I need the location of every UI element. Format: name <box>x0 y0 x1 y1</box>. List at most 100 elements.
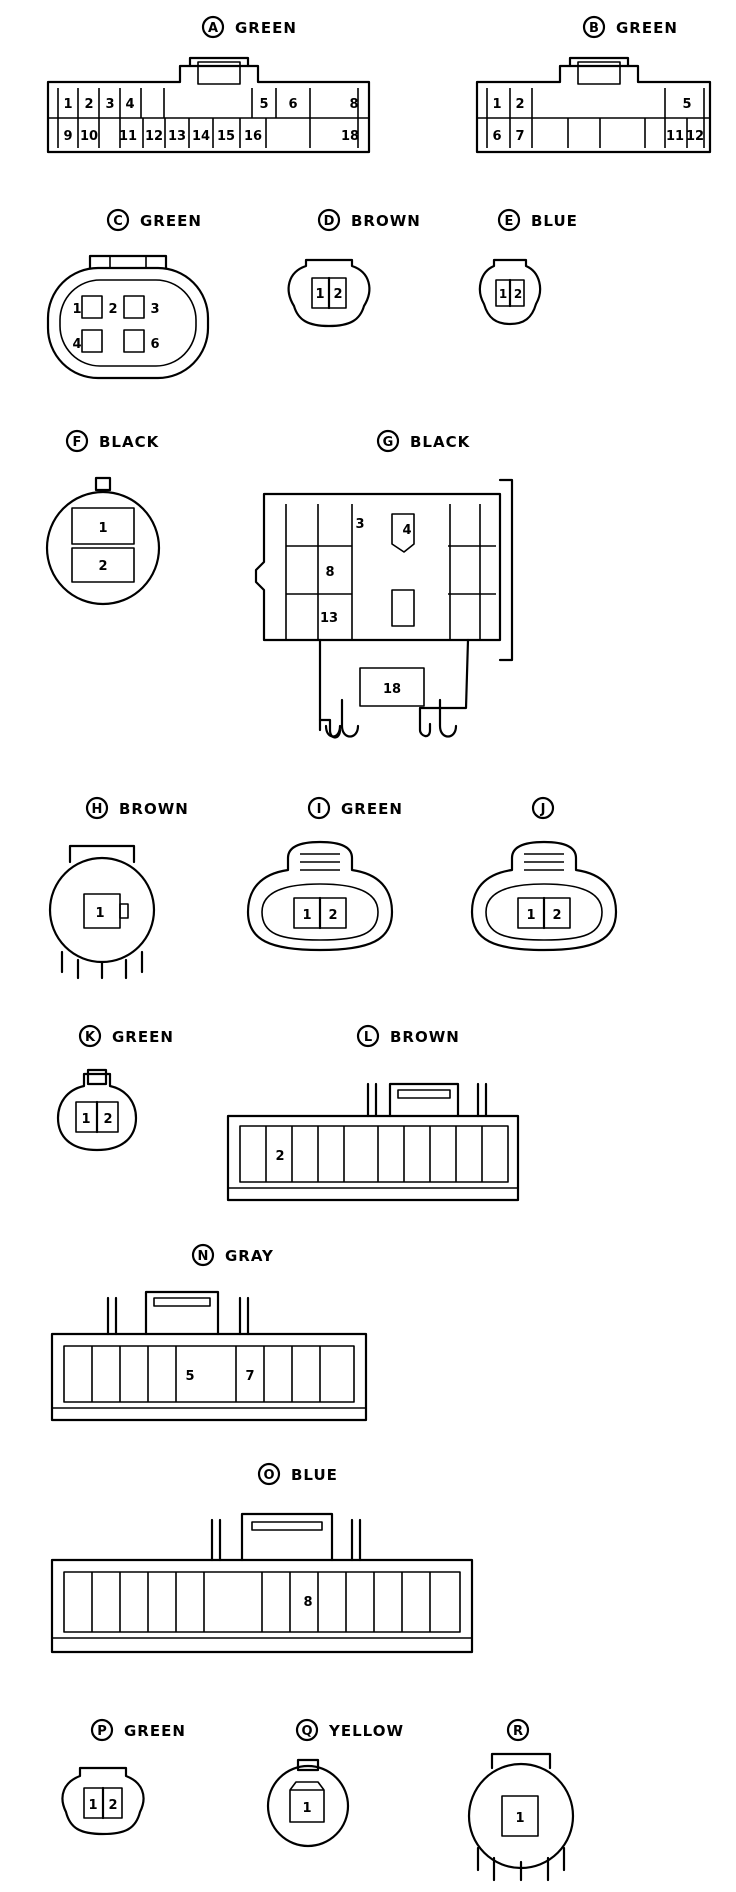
connector-g-pin-3: 3 <box>355 517 364 532</box>
connector-a-pin-14: 14 <box>192 129 210 144</box>
connector-o-letter: O <box>263 1468 274 1483</box>
connector-b-pin-11: 11 <box>666 129 684 144</box>
connector-a-pin-13: 13 <box>168 129 186 144</box>
connector-f-pin-2: 2 <box>98 559 107 574</box>
connector-j: J 1 2 <box>470 796 618 952</box>
connector-n: N GRAY 5 7 <box>50 1243 368 1422</box>
connector-i-letter: I <box>317 802 322 817</box>
connector-a-pin-18: 18 <box>341 129 359 144</box>
connector-b-letter: B <box>589 21 599 36</box>
connector-g: G BLACK 3 4 8 13 18 <box>254 429 514 739</box>
connector-k-pin-1: 1 <box>81 1112 90 1127</box>
connector-c: C GREEN 1 2 3 4 6 <box>46 208 210 380</box>
connector-a-pin-5: 5 <box>259 97 268 112</box>
connector-i-pin-1: 1 <box>302 908 311 923</box>
connector-f-letter: F <box>73 435 82 450</box>
connector-p: P GREEN 1 2 <box>61 1718 186 1836</box>
connector-l-pin-2: 2 <box>275 1149 284 1164</box>
connector-b: B GREEN 1 2 5 6 7 11 12 <box>475 15 712 154</box>
connector-q-pin-1: 1 <box>302 1801 311 1816</box>
connector-g-letter: G <box>383 435 394 450</box>
connector-f-color: BLACK <box>99 433 160 451</box>
connector-d-pin-1: 1 <box>315 287 324 302</box>
connector-a-pin-6: 6 <box>288 97 297 112</box>
connector-a-pin-15: 15 <box>217 129 235 144</box>
connector-k: K GREEN 1 2 <box>56 1024 174 1152</box>
connector-k-letter: K <box>85 1030 96 1045</box>
connector-c-pin-1: 1 <box>72 302 81 317</box>
connector-p-pin-2: 2 <box>108 1798 117 1813</box>
connector-e-pin-2: 2 <box>514 287 522 301</box>
connector-c-pin-2: 2 <box>108 302 117 317</box>
connector-a-pin-1: 1 <box>63 97 72 112</box>
connector-b-pin-6: 6 <box>492 129 501 144</box>
connector-d-color: BROWN <box>351 212 421 230</box>
connector-c-pin-3: 3 <box>150 302 159 317</box>
connector-d-letter: D <box>324 214 335 229</box>
connector-a-color: GREEN <box>235 19 297 37</box>
connector-r: R 1 <box>467 1718 575 1882</box>
connector-q: Q YELLOW 1 <box>266 1718 404 1848</box>
connector-a-pin-12: 12 <box>145 129 163 144</box>
connector-a-pin-11: 11 <box>119 129 137 144</box>
connector-o-pin-8: 8 <box>303 1595 312 1610</box>
connector-p-pin-1: 1 <box>88 1798 97 1813</box>
connector-a-pin-16: 16 <box>244 129 262 144</box>
connector-a-pin-2: 2 <box>84 97 93 112</box>
connector-n-pin-5: 5 <box>185 1369 194 1384</box>
connector-o: O BLUE 8 <box>50 1462 474 1654</box>
connector-g-color: BLACK <box>410 433 471 451</box>
connector-o-color: BLUE <box>291 1466 338 1484</box>
connector-a-pin-3: 3 <box>105 97 114 112</box>
connector-g-pin-18: 18 <box>383 682 401 697</box>
connector-b-pin-1: 1 <box>492 97 501 112</box>
connector-a: A GREEN 1 2 3 4 5 6 8 9 10 11 12 13 14 1 <box>46 15 371 154</box>
connector-p-letter: P <box>97 1724 107 1739</box>
connector-b-color: GREEN <box>616 19 678 37</box>
connector-a-letter: A <box>208 21 218 36</box>
connector-g-pin-4: 4 <box>402 523 411 538</box>
connector-a-pin-10: 10 <box>80 129 98 144</box>
connector-r-pin-1: 1 <box>515 1811 524 1826</box>
connector-k-color: GREEN <box>112 1028 174 1046</box>
connector-h-color: BROWN <box>119 800 189 818</box>
connector-a-pin-9: 9 <box>63 129 72 144</box>
connector-n-pin-7: 7 <box>245 1369 254 1384</box>
connector-n-letter: N <box>198 1249 209 1264</box>
connector-i: I GREEN 1 2 <box>246 796 403 952</box>
connector-i-color: GREEN <box>341 800 403 818</box>
connector-c-color: GREEN <box>140 212 202 230</box>
connector-b-pin-5: 5 <box>682 97 691 112</box>
connector-k-pin-2: 2 <box>103 1112 112 1127</box>
connector-r-letter: R <box>513 1724 523 1739</box>
connector-a-pin-8: 8 <box>349 97 358 112</box>
connector-h: H BROWN 1 <box>48 796 189 980</box>
connector-d: D BROWN 1 2 <box>287 208 421 328</box>
connector-p-color: GREEN <box>124 1722 186 1740</box>
connector-n-color: GRAY <box>225 1247 274 1265</box>
connector-l-letter: L <box>364 1030 372 1045</box>
connector-l-color: BROWN <box>390 1028 460 1046</box>
connector-h-pin-1: 1 <box>95 906 104 921</box>
connector-q-letter: Q <box>301 1724 312 1739</box>
connector-h-letter: H <box>92 802 103 817</box>
connector-f: F BLACK 1 2 <box>45 429 161 606</box>
connector-e-color: BLUE <box>531 212 578 230</box>
connector-e-letter: E <box>505 214 514 229</box>
connector-e-pin-1: 1 <box>499 287 507 301</box>
connector-b-pin-12: 12 <box>686 129 704 144</box>
connector-e: E BLUE 1 2 <box>478 208 578 326</box>
connector-c-pin-6: 6 <box>150 337 159 352</box>
connector-g-pin-13: 13 <box>320 611 338 626</box>
connector-j-letter: J <box>540 802 546 817</box>
connector-f-pin-1: 1 <box>98 521 107 536</box>
connector-a-pin-4: 4 <box>125 97 134 112</box>
connector-b-pin-7: 7 <box>515 129 524 144</box>
connector-c-pin-4: 4 <box>72 337 81 352</box>
connector-q-color: YELLOW <box>328 1722 404 1740</box>
connector-c-letter: C <box>113 214 123 229</box>
connector-g-pin-8: 8 <box>325 565 334 580</box>
connector-j-pin-1: 1 <box>526 908 535 923</box>
connector-d-pin-2: 2 <box>333 287 342 302</box>
